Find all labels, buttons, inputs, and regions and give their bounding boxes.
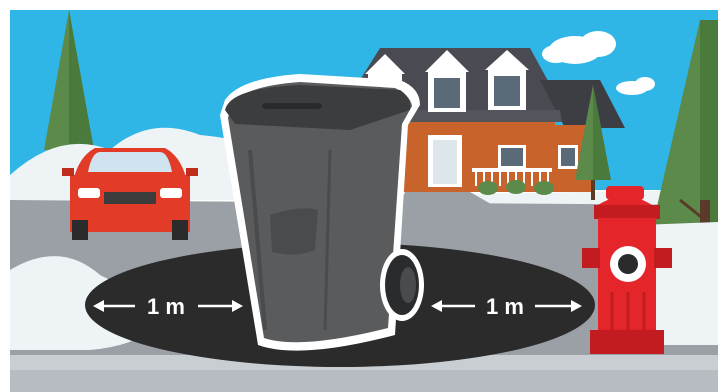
car xyxy=(62,148,198,240)
left-distance-label: 1 m xyxy=(147,294,185,319)
right-distance-label: 1 m xyxy=(486,294,524,319)
